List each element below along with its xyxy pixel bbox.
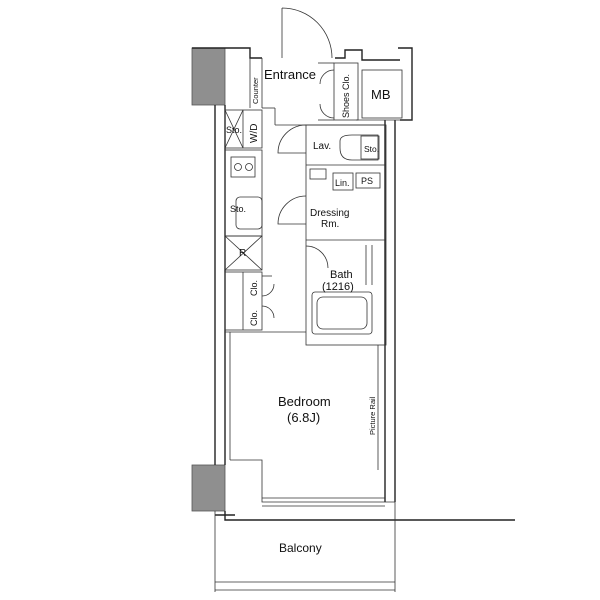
storage-upper-label: Sto.: [226, 125, 242, 135]
washer-dryer-label: W/D: [249, 124, 260, 143]
storage-kitchen-label: Sto.: [230, 204, 246, 214]
closet-b-label: Clo.: [249, 310, 259, 326]
mb-label: MB: [371, 87, 391, 102]
entrance-label: Entrance: [264, 67, 316, 82]
picture-rail-label: Picture Rail: [368, 396, 377, 435]
linen-label: Lin.: [335, 178, 350, 188]
bedroom-size-label: (6.8J): [287, 410, 320, 425]
dressing-label: Dressing: [310, 208, 349, 219]
lavatory-storage-label: Sto.: [364, 144, 379, 154]
bedroom-closets: [224, 271, 275, 331]
structural-column-bottom: [191, 464, 226, 512]
shoes-closet-door-swing: [319, 69, 335, 119]
counter-label: Counter: [251, 77, 260, 104]
bedroom-walls: [229, 332, 385, 507]
lavatory-label: Lav.: [313, 141, 331, 152]
structural-column-top: [191, 47, 226, 106]
refrigerator-space: [224, 235, 263, 271]
bath-door-swing: [305, 245, 329, 269]
bath-size-label: (1216): [322, 281, 354, 293]
bedroom-label: Bedroom: [278, 394, 331, 409]
dressing-room-door-swing: [277, 195, 307, 225]
refrigerator-label: R: [239, 248, 246, 259]
balcony: [214, 501, 396, 592]
meter-box: [361, 69, 403, 119]
bath-label: Bath: [330, 269, 353, 281]
entrance-door-swing: [281, 7, 333, 59]
wet-area: [305, 124, 387, 346]
shoes-closet-label: Shoes Clo.: [341, 74, 351, 118]
lavatory-door-swing: [277, 124, 307, 154]
balcony-label: Balcony: [279, 541, 322, 555]
kitchen: [224, 149, 263, 237]
closet-a-label: Clo.: [249, 280, 259, 296]
ps-label: PS: [361, 176, 373, 186]
utility-column: [224, 109, 263, 149]
dressing-room-label: Rm.: [321, 219, 339, 230]
